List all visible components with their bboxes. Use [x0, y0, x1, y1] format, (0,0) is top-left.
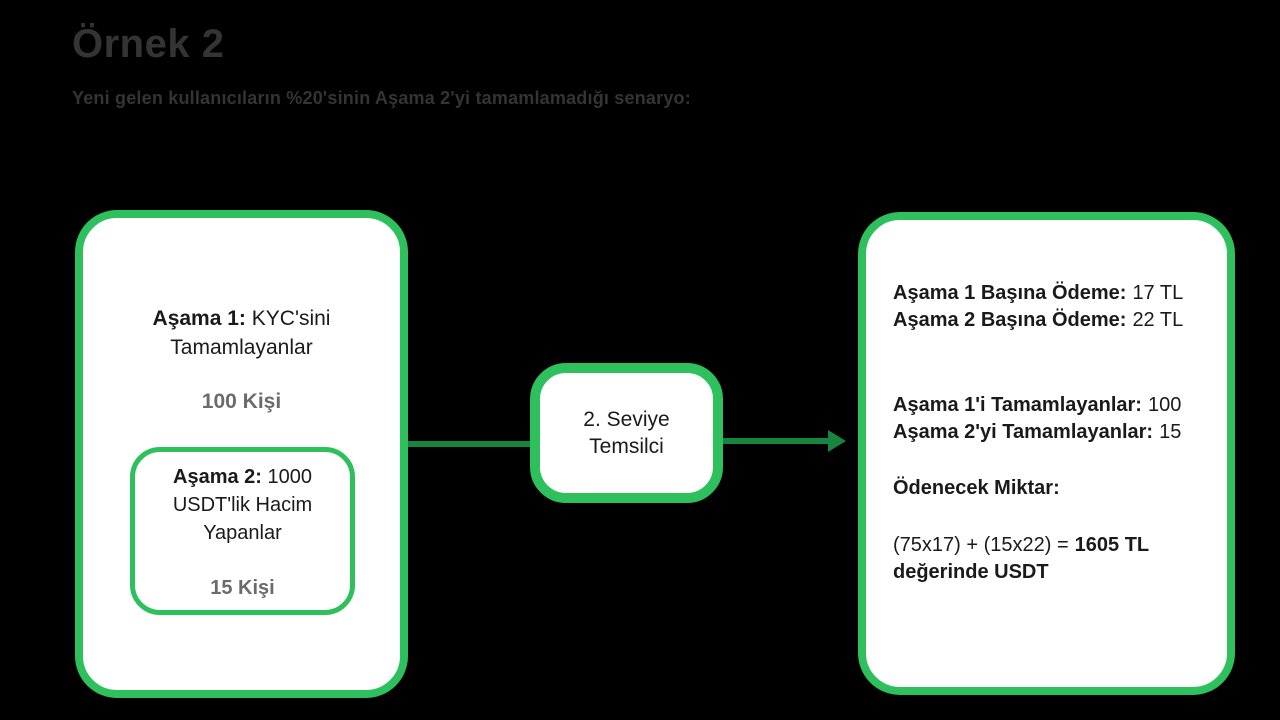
result-line2: değerinde USDT: [893, 561, 1049, 583]
stage2-label: Aşama 2:: [173, 466, 262, 488]
stage2-count: 15 Kişi: [210, 577, 275, 599]
payment-line-value: 17 TL: [1132, 282, 1184, 304]
completion-line-value: 15: [1159, 421, 1182, 443]
stage1-card: Aşama 1: KYC'sini Tamamlayanlar 100 Kişi…: [75, 210, 408, 698]
stage2-card: Aşama 2: 1000 USDT'lik Hacim Yapanlar 15…: [130, 447, 355, 615]
payout-card: Aşama 1 Başına Ödeme:17 TL Aşama 2 Başın…: [858, 212, 1235, 695]
payment-line-value: 22 TL: [1132, 309, 1184, 331]
page-title: Örnek 2: [72, 22, 225, 66]
completion-line: Aşama 1'i Tamamlayanlar:100: [893, 392, 1217, 419]
stage1-count: 100 Kişi: [201, 390, 282, 413]
stage1-text: KYC'sini Tamamlayanlar: [170, 307, 331, 359]
formula-result: 1605 TL: [1074, 534, 1150, 556]
completion-line-label: Aşama 2'yi Tamamlayanlar:: [893, 421, 1154, 443]
representative-label: 2. Seviye Temsilci: [583, 408, 670, 458]
completion-line-label: Aşama 1'i Tamamlayanlar:: [893, 394, 1142, 416]
connector-line-left: [404, 441, 536, 447]
representative-card: 2. Seviye Temsilci: [530, 363, 723, 503]
stage1-label: Aşama 1:: [152, 307, 246, 330]
formula-line: (75x17) + (15x22) =1605 TL: [893, 532, 1217, 559]
page-subtitle: Yeni gelen kullanıcıların %20'sinin Aşam…: [72, 88, 691, 108]
completion-line: Aşama 2'yi Tamamlayanlar:15: [893, 419, 1217, 446]
amount-heading: Ödenecek Miktar:: [893, 477, 1060, 499]
payment-line: Aşama 1 Başına Ödeme:17 TL: [893, 280, 1217, 307]
connector-line-right: [721, 438, 829, 444]
payment-line-label: Aşama 2 Başına Ödeme:: [893, 309, 1127, 331]
formula-expression: (75x17) + (15x22) =: [893, 534, 1069, 556]
stage2-text: 1000 USDT'lik Hacim Yapanlar: [172, 466, 313, 544]
payment-line: Aşama 2 Başına Ödeme:22 TL: [893, 307, 1217, 334]
arrow-right-icon: [828, 430, 846, 452]
stage2-title: Aşama 2: 1000 USDT'lik Hacim Yapanlar: [157, 463, 329, 547]
completion-line-value: 100: [1147, 394, 1182, 416]
stage1-title: Aşama 1: KYC'sini Tamamlayanlar: [127, 304, 357, 362]
payment-line-label: Aşama 1 Başına Ödeme:: [893, 282, 1127, 304]
